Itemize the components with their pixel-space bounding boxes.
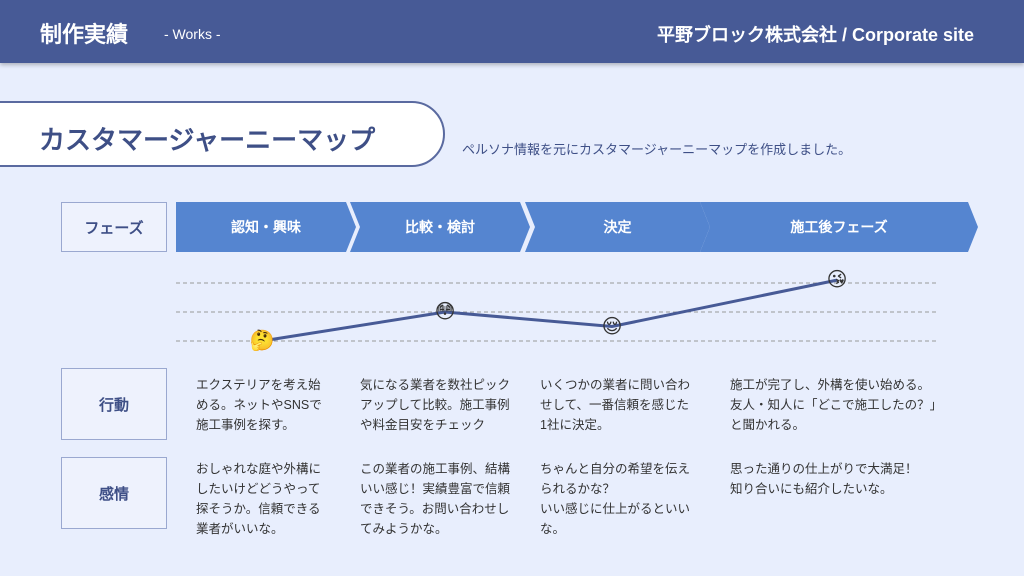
row-label-emotion: 感情 — [61, 457, 167, 529]
site-name: 平野ブロック株式会社 / Corporate site — [656, 25, 974, 45]
phase-3: 決定 — [525, 202, 710, 252]
page-subtitle: - Works - — [164, 26, 221, 42]
emotion-face-icon: 😌 — [601, 315, 623, 338]
section-title: カスタマージャーニーマップ — [39, 125, 376, 155]
action-4: 施工が完了し、外構を使い始める。 友人・知人に「どこで施工したの？」 と聞かれる… — [730, 378, 943, 432]
emotion-line — [261, 278, 838, 343]
emotion-face-icon: 😳 — [434, 301, 456, 323]
section-title-pill: カスタマージャーニーマップ — [0, 101, 445, 167]
phase-1: 認知・興味 — [176, 202, 356, 252]
emotion-face-icon: 😘 — [826, 269, 848, 292]
action-1: エクステリアを考え始 める。ネットやSNSで 施工事例を探す。 — [196, 378, 322, 432]
feeling-2: この業者の施工事例、結構 いい感じ！実績豊富で信頼 できそう。お問い合わせし て… — [360, 462, 511, 536]
emotion-face-icon: 🤔 — [249, 330, 275, 352]
phase-2: 比較・検討 — [350, 202, 530, 252]
header: 制作実績 - Works - 平野ブロック株式会社 / Corporate si… — [0, 0, 1024, 63]
section-description: ペルソナ情報を元にカスタマージャーニーマップを作成しました。 — [462, 142, 852, 157]
feeling-4: 思った通りの仕上がりで大満足！ 知り合いにも紹介したいな。 — [730, 462, 918, 496]
row-label-phase: フェーズ — [61, 202, 167, 252]
action-3: いくつかの業者に問い合わ せして、一番信頼を感じた 1社に決定。 — [540, 378, 691, 432]
page-title: 制作実績 — [40, 22, 129, 47]
feeling-3: ちゃんと自分の希望を伝え られるかな？ いい感じに仕上がるといい な。 — [540, 462, 691, 536]
feeling-1: おしゃれな庭や外構に したいけどどうやって 探そうか。信頼できる 業者がいいな。 — [196, 462, 322, 536]
phase-4: 施工後フェーズ — [700, 202, 978, 252]
action-2: 気になる業者を数社ピック アップして比較。施工事例 や料金目安をチェック — [360, 378, 511, 432]
row-label-action: 行動 — [61, 368, 167, 440]
